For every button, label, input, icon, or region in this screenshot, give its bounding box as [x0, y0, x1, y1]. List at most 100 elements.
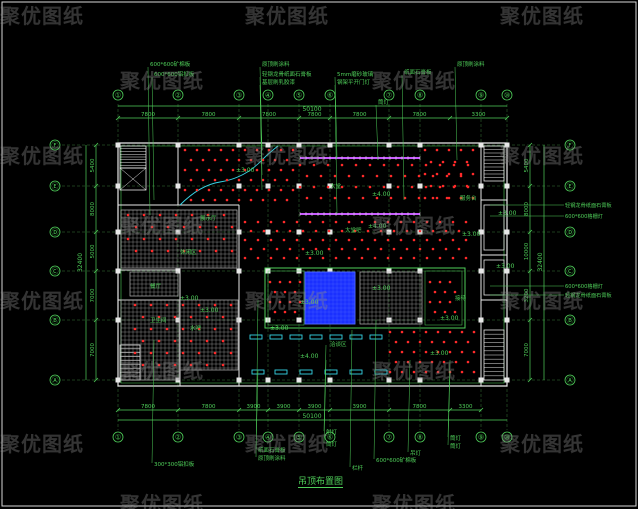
structural-column — [265, 229, 271, 235]
downlight — [201, 178, 205, 182]
downlight — [423, 172, 427, 176]
downlight — [189, 178, 193, 182]
downlight — [205, 315, 209, 319]
downlight — [182, 225, 186, 229]
elevation-mark: ±4.00 — [300, 353, 319, 360]
downlight — [459, 148, 463, 152]
downlight — [418, 247, 422, 251]
structural-column — [386, 142, 392, 148]
structural-column — [478, 317, 484, 323]
downlight — [438, 163, 442, 167]
downlight — [206, 237, 210, 241]
downlight — [249, 158, 253, 162]
callout-leader — [375, 104, 379, 161]
downlight — [166, 249, 170, 253]
axis-label: Ⓐ — [52, 377, 59, 385]
downlight — [255, 168, 259, 172]
downlight — [453, 290, 457, 294]
structural-column — [386, 229, 392, 235]
downlight — [267, 168, 271, 172]
downlight — [133, 303, 137, 307]
downlight — [354, 185, 358, 189]
axis-label: ① — [115, 92, 121, 100]
downlight — [295, 220, 299, 224]
downlight — [472, 370, 476, 374]
axis-bubble — [172, 89, 184, 101]
downlight — [133, 327, 137, 331]
axis-label: ④ — [265, 92, 271, 100]
downlight — [360, 256, 364, 260]
downlight — [282, 256, 286, 260]
axis-bubble — [293, 431, 305, 443]
downlight — [174, 237, 178, 241]
structural-column — [265, 142, 271, 148]
room-label: 大堂 — [330, 182, 342, 190]
downlight — [452, 163, 456, 167]
downlight — [221, 339, 225, 343]
downlight — [288, 300, 292, 304]
downlight — [312, 163, 316, 167]
downlight — [141, 339, 145, 343]
structural-column — [296, 183, 302, 189]
axis-label: ⑥ — [327, 92, 333, 100]
axis-label: ② — [175, 92, 181, 100]
downlight — [465, 160, 469, 164]
structural-column — [175, 183, 181, 189]
downlight — [237, 198, 241, 202]
structural-column — [478, 229, 484, 235]
downlight — [279, 188, 283, 192]
downlight — [334, 256, 338, 260]
dimension-text: 3900 — [308, 404, 322, 410]
structural-column — [504, 317, 510, 323]
axis-bubble — [49, 265, 61, 277]
aluminum-grid-border — [179, 299, 239, 371]
downlight — [448, 350, 452, 354]
structural-column — [115, 268, 121, 274]
downlight — [472, 350, 476, 354]
downlight — [183, 148, 187, 152]
light-fixtures — [126, 145, 476, 375]
downlight — [433, 290, 437, 294]
dimension-tick — [236, 407, 242, 413]
watermark: 聚优图纸 — [245, 144, 329, 168]
dimension-total: 32400 — [537, 252, 544, 271]
downlight — [443, 310, 447, 314]
downlight — [464, 220, 468, 224]
downlight — [340, 185, 344, 189]
axis-label: ① — [115, 434, 121, 442]
downlight — [231, 148, 235, 152]
downlight — [273, 158, 277, 162]
downlight — [423, 196, 427, 200]
downlight — [305, 196, 309, 200]
downlight — [340, 163, 344, 167]
dimension-tick — [386, 115, 392, 121]
downlight — [347, 196, 351, 200]
downlight — [275, 229, 279, 233]
axis-bubble — [383, 89, 395, 101]
downlight — [314, 229, 318, 233]
downlight — [447, 196, 451, 200]
structural-column — [236, 229, 242, 235]
downlight — [334, 220, 338, 224]
axis-bubble — [172, 431, 184, 443]
axis-bubble — [49, 226, 61, 238]
axis-bubble — [564, 314, 576, 326]
downlight — [321, 220, 325, 224]
room-label: 水吧 — [190, 324, 202, 332]
downlight — [262, 247, 266, 251]
structural-column — [386, 183, 392, 189]
dimension-text: 7800 — [353, 112, 367, 118]
elevation-mark: ±3.00 — [270, 325, 289, 332]
downlight — [222, 213, 226, 217]
axis-label: ⑦ — [386, 92, 392, 100]
downlight — [379, 229, 383, 233]
downlight — [189, 315, 193, 319]
callout-leader — [259, 66, 263, 151]
callout-text: 原顶刷涂料 — [258, 454, 286, 462]
dimension-text: 7800 — [202, 112, 216, 118]
downlight — [433, 310, 437, 314]
downlight — [373, 238, 377, 242]
downlight — [425, 220, 429, 224]
downlight — [195, 148, 199, 152]
structural-column — [327, 183, 333, 189]
